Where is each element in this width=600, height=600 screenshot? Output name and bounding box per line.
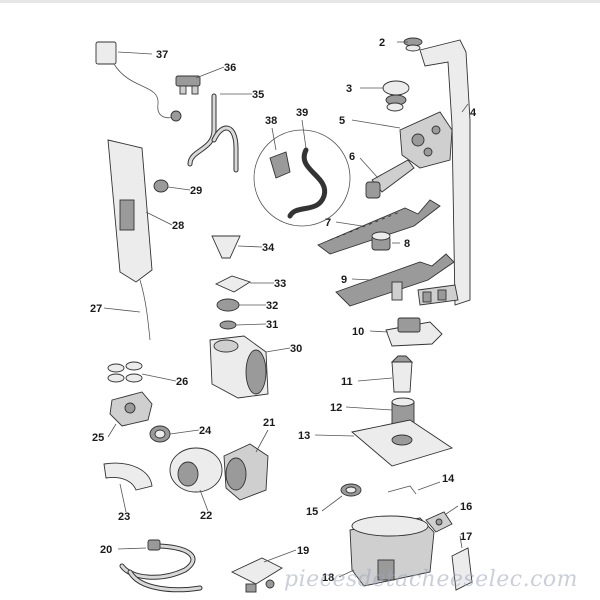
part-22-pump [169,447,223,493]
part-27-cable [139,279,151,341]
leader-lines [103,41,469,578]
callout-13: 13 [298,430,310,442]
callout-2: 2 [379,37,385,49]
part-24-coupling [149,425,171,443]
part-13-filter-plate [351,419,454,467]
callout-10: 10 [352,326,364,338]
part-30-softener [209,335,269,399]
part-9-lower-spray-arm [335,253,455,307]
callout-31: 31 [266,319,278,331]
part-8-nut [371,231,391,251]
part-10-arm-support [385,317,443,347]
part-19-bracket [230,557,283,593]
part-34-funnel [211,235,241,259]
callout-19: 19 [297,545,309,557]
callout-23: 23 [118,511,130,523]
callout-37: 37 [156,49,168,61]
part-26-seals [107,361,143,383]
part-36-connector [175,75,201,95]
detail-circle-38-39 [253,129,351,227]
part-25-valve [109,391,153,427]
callout-30: 30 [290,343,302,355]
callout-labels: 2 3 4 5 6 7 8 9 10 11 12 13 14 15 16 17 … [90,37,477,584]
part-20-drain-hose [119,539,203,593]
callout-12: 12 [330,402,342,414]
part-7-upper-spray-arm [317,199,441,255]
callout-35: 35 [252,89,264,101]
part-15-ring [340,483,362,497]
part-6-connector [365,159,415,199]
callout-27: 27 [90,303,102,315]
part-32-nut [216,298,240,312]
callout-25: 25 [92,432,104,444]
callout-14: 14 [442,473,455,485]
callout-6: 6 [349,151,355,163]
callout-39: 39 [296,107,308,119]
callout-26: 26 [176,376,188,388]
part-23-elbow-hose [103,462,153,491]
callout-3: 3 [346,83,352,95]
part-37-switch [95,41,182,122]
callout-34: 34 [262,242,275,254]
part-28-side-panel [107,139,153,283]
callout-15: 15 [306,506,318,518]
part-14-clip [387,485,417,495]
callout-20: 20 [100,544,112,556]
callout-8: 8 [404,238,410,250]
part-29-plug [153,179,169,193]
part-18-sump [349,515,435,587]
part-4-feed-tube [417,39,471,306]
part-2-nut [403,37,423,52]
part-21-motor [223,443,269,501]
callout-18: 18 [322,572,334,584]
part-31-seal [219,320,237,330]
callout-29: 29 [190,185,202,197]
callout-38: 38 [265,115,277,127]
callout-9: 9 [341,274,347,286]
callout-17: 17 [460,531,472,543]
part-33-cap [214,275,252,293]
callout-21: 21 [263,417,275,429]
callout-11: 11 [341,376,353,388]
part-17-bracket [451,547,473,591]
part-5-support [399,111,453,169]
part-35-inlet-hose [187,93,239,173]
callout-5: 5 [339,115,345,127]
callout-33: 33 [274,278,286,290]
callout-4: 4 [470,107,477,119]
part-16-sensor [425,511,453,533]
callout-32: 32 [266,300,278,312]
part-3-cap [382,80,410,112]
callout-16: 16 [460,501,472,513]
callout-24: 24 [199,425,212,437]
callout-22: 22 [200,510,212,522]
callout-7: 7 [325,217,331,229]
watermark-logo: piecesdetacheeselec.com [284,567,578,592]
callout-28: 28 [172,220,184,232]
part-11-connector [390,355,414,393]
top-border [0,0,600,3]
callout-36: 36 [224,62,236,74]
